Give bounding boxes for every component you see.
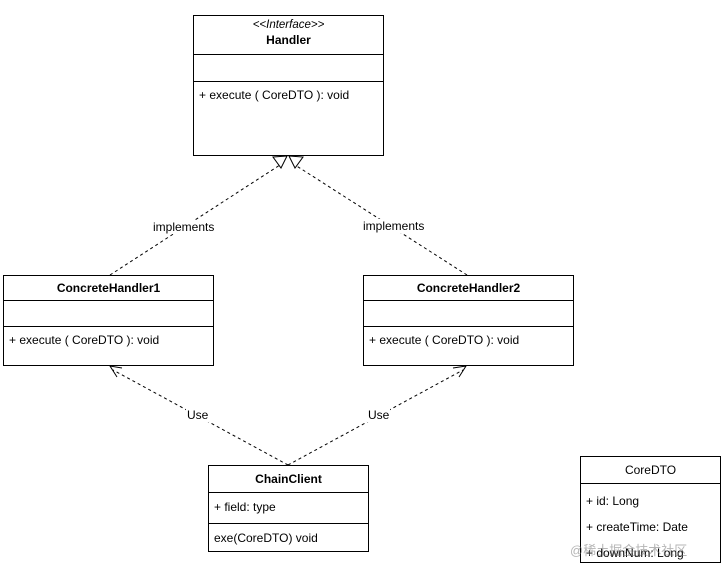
client-class-name: ChainClient [255, 472, 322, 486]
coredto-field-downnum: + downNum: Long [586, 546, 684, 560]
chain-client-box[interactable]: ChainClient + field: type exe(CoreDTO) v… [208, 465, 369, 552]
handler-class-name: Handler [266, 33, 311, 47]
client-header: ChainClient [209, 466, 368, 492]
coredto-field-createtime: + createTime: Date [586, 520, 688, 534]
realization-arrowhead-left [272, 155, 288, 169]
dependency-arrowhead-left [108, 365, 123, 378]
concrete-handler2-box[interactable]: ConcreteHandler2 + execute ( CoreDTO ): … [363, 275, 574, 366]
handler1-header: ConcreteHandler1 [4, 276, 213, 300]
dependency-arrowhead-right [452, 365, 468, 378]
handler-attributes-section [194, 54, 383, 81]
handler1-class-name: ConcreteHandler1 [56, 281, 161, 295]
handler-interface-box[interactable]: <<Interface>> Handler + execute ( CoreDT… [193, 15, 384, 156]
use-label-left: Use [186, 408, 210, 422]
handler2-operations-section: + execute ( CoreDTO ): void [364, 326, 573, 365]
interface-stereotype: <<Interface>> [252, 19, 325, 31]
realization-edge-handler1 [109, 162, 284, 276]
handler1-execute-operation: + execute ( CoreDTO ): void [9, 333, 160, 347]
coredto-box[interactable]: CoreDTO + id: Long + createTime: Date + … [580, 456, 721, 563]
client-operations-section: exe(CoreDTO) void [209, 523, 368, 551]
handler2-class-name: ConcreteHandler2 [416, 281, 521, 295]
client-exe-operation: exe(CoreDTO) void [214, 531, 318, 545]
coredto-header: CoreDTO [581, 457, 720, 483]
handler2-execute-operation: + execute ( CoreDTO ): void [369, 333, 520, 347]
handler-header: <<Interface>> Handler [194, 16, 383, 54]
handler2-header: ConcreteHandler2 [364, 276, 573, 300]
watermark: @稀土掘金技术社区 [570, 543, 688, 558]
client-field-attribute: + field: type [214, 500, 276, 514]
handler2-attributes-section [364, 300, 573, 326]
coredto-class-name: CoreDTO [624, 463, 677, 477]
concrete-handler1-box[interactable]: ConcreteHandler1 + execute ( CoreDTO ): … [3, 275, 214, 366]
handler-operations-section: + execute ( CoreDTO ): void [194, 81, 383, 155]
implements-label-left: implements [152, 220, 216, 234]
use-label-right: Use [367, 408, 391, 422]
handler-execute-operation: + execute ( CoreDTO ): void [199, 88, 350, 102]
implements-label-right: implements [362, 219, 426, 233]
handler1-operations-section: + execute ( CoreDTO ): void [4, 326, 213, 365]
client-attributes-section: + field: type [209, 492, 368, 523]
coredto-field-id: + id: Long [586, 494, 640, 508]
coredto-fields-section: + id: Long + createTime: Date + downNum:… [581, 483, 720, 562]
handler1-attributes-section [4, 300, 213, 326]
realization-arrowhead-right [288, 155, 304, 169]
